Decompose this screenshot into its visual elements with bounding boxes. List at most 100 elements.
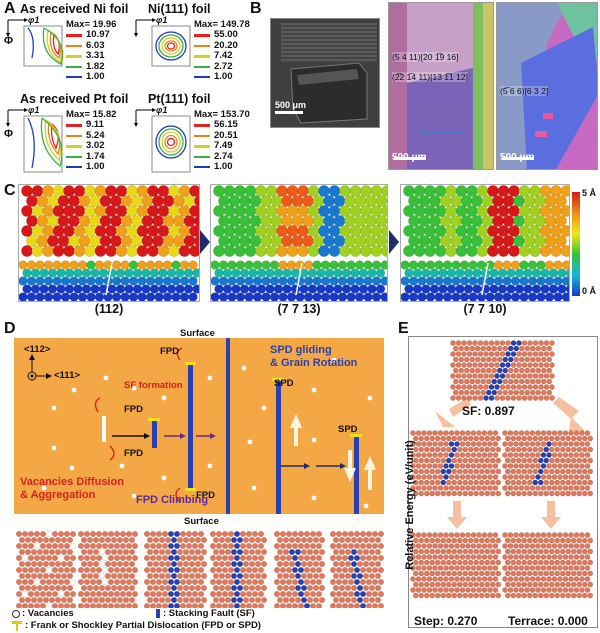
md-atom (242, 573, 249, 580)
md-atom (128, 549, 135, 556)
md-atom (375, 561, 382, 568)
md-atom (239, 579, 246, 586)
md-atom (176, 596, 183, 603)
side-atom (286, 260, 297, 270)
lattice-atom (463, 356, 470, 363)
lattice-atom (524, 389, 531, 396)
vacancy-dot (119, 463, 125, 469)
vacancy-dot (103, 375, 109, 381)
lattice-atom (423, 446, 430, 453)
side-atom (64, 284, 75, 294)
lattice-atom (587, 548, 594, 555)
surface-atom (354, 195, 367, 207)
md-atom (67, 549, 74, 556)
md-atom (330, 542, 337, 549)
side-atom (519, 292, 529, 301)
lattice-atom (437, 587, 444, 593)
md-atom (224, 596, 231, 603)
side-atom (244, 276, 254, 286)
lattice-atom (492, 441, 499, 447)
side-atom (239, 284, 250, 294)
md-atom (131, 531, 138, 537)
colorbar-bottom-label: 0 Å (582, 286, 597, 296)
lattice-atom (421, 576, 427, 582)
side-atom (320, 276, 331, 286)
md-atom (363, 549, 370, 556)
md-atom (221, 579, 228, 586)
md-atom (152, 585, 159, 592)
surface-atom (73, 225, 86, 237)
md-atom (298, 602, 305, 609)
lattice-atom (527, 351, 533, 357)
lattice-atom (537, 592, 544, 599)
surface-atom (534, 235, 546, 247)
md-atom (119, 591, 126, 598)
lattice-atom (474, 389, 481, 396)
side-atom (231, 268, 241, 278)
surface-atom (131, 195, 143, 207)
side-atom (162, 276, 173, 286)
side-atom (282, 284, 292, 294)
lattice-atom (559, 548, 566, 555)
side-atom (214, 284, 224, 294)
surface-atom (68, 195, 80, 207)
surface-atom (481, 235, 494, 247)
lattice-atom (410, 554, 416, 560)
md-atom (233, 542, 240, 549)
lattice-atom (495, 592, 502, 599)
lattice-atom (429, 537, 436, 544)
surface-atom (178, 205, 191, 217)
lattice-atom (480, 389, 487, 396)
lattice-atom (549, 351, 555, 357)
md-atom (24, 596, 31, 603)
md-atom (89, 555, 96, 562)
side-atom (333, 284, 343, 294)
side-atom (463, 268, 474, 278)
lattice-atom (543, 340, 550, 346)
side-atom (154, 276, 164, 286)
surface-atom (471, 195, 483, 207)
md-atom (122, 573, 129, 580)
lattice-atom (495, 570, 502, 577)
lattice-atom (448, 430, 455, 436)
side-atom (158, 268, 168, 278)
lattice-atom (518, 378, 525, 385)
surface-atom (445, 205, 457, 217)
side-atom (286, 276, 297, 286)
side-atom (316, 284, 326, 294)
surface-atom (302, 215, 314, 227)
md-atom (363, 596, 370, 603)
lattice-atom (421, 587, 427, 593)
lattice-atom (546, 430, 552, 436)
lattice-atom (529, 389, 536, 396)
lattice-atom (559, 468, 566, 475)
sf-atom (516, 340, 522, 346)
lattice-atom (529, 345, 536, 352)
lattice-atom (412, 537, 419, 544)
lattice-atom (581, 537, 588, 544)
surface-atom (365, 235, 377, 247)
lattice-atom (423, 581, 430, 588)
side-atom (77, 292, 88, 301)
md-atom (280, 602, 287, 609)
side-atom (434, 260, 444, 270)
md-atom (64, 591, 71, 598)
md-atom (336, 579, 343, 586)
md-atom (27, 591, 34, 598)
lattice-atom (476, 463, 482, 469)
side-atom (451, 276, 461, 286)
md-atom (21, 531, 28, 537)
vacancy-dot (241, 365, 247, 371)
lattice-atom (518, 452, 525, 458)
md-atom (98, 536, 105, 543)
lattice-atom (526, 468, 533, 475)
md-atom (230, 596, 237, 603)
side-atom (188, 292, 198, 301)
lattice-atom (505, 395, 511, 401)
md-atom (224, 573, 231, 580)
lattice-atom (440, 490, 447, 497)
surface-atom (234, 225, 246, 237)
legend-level: 3.02 (86, 140, 105, 152)
md-atom (173, 567, 180, 574)
lattice-atom (579, 441, 585, 447)
